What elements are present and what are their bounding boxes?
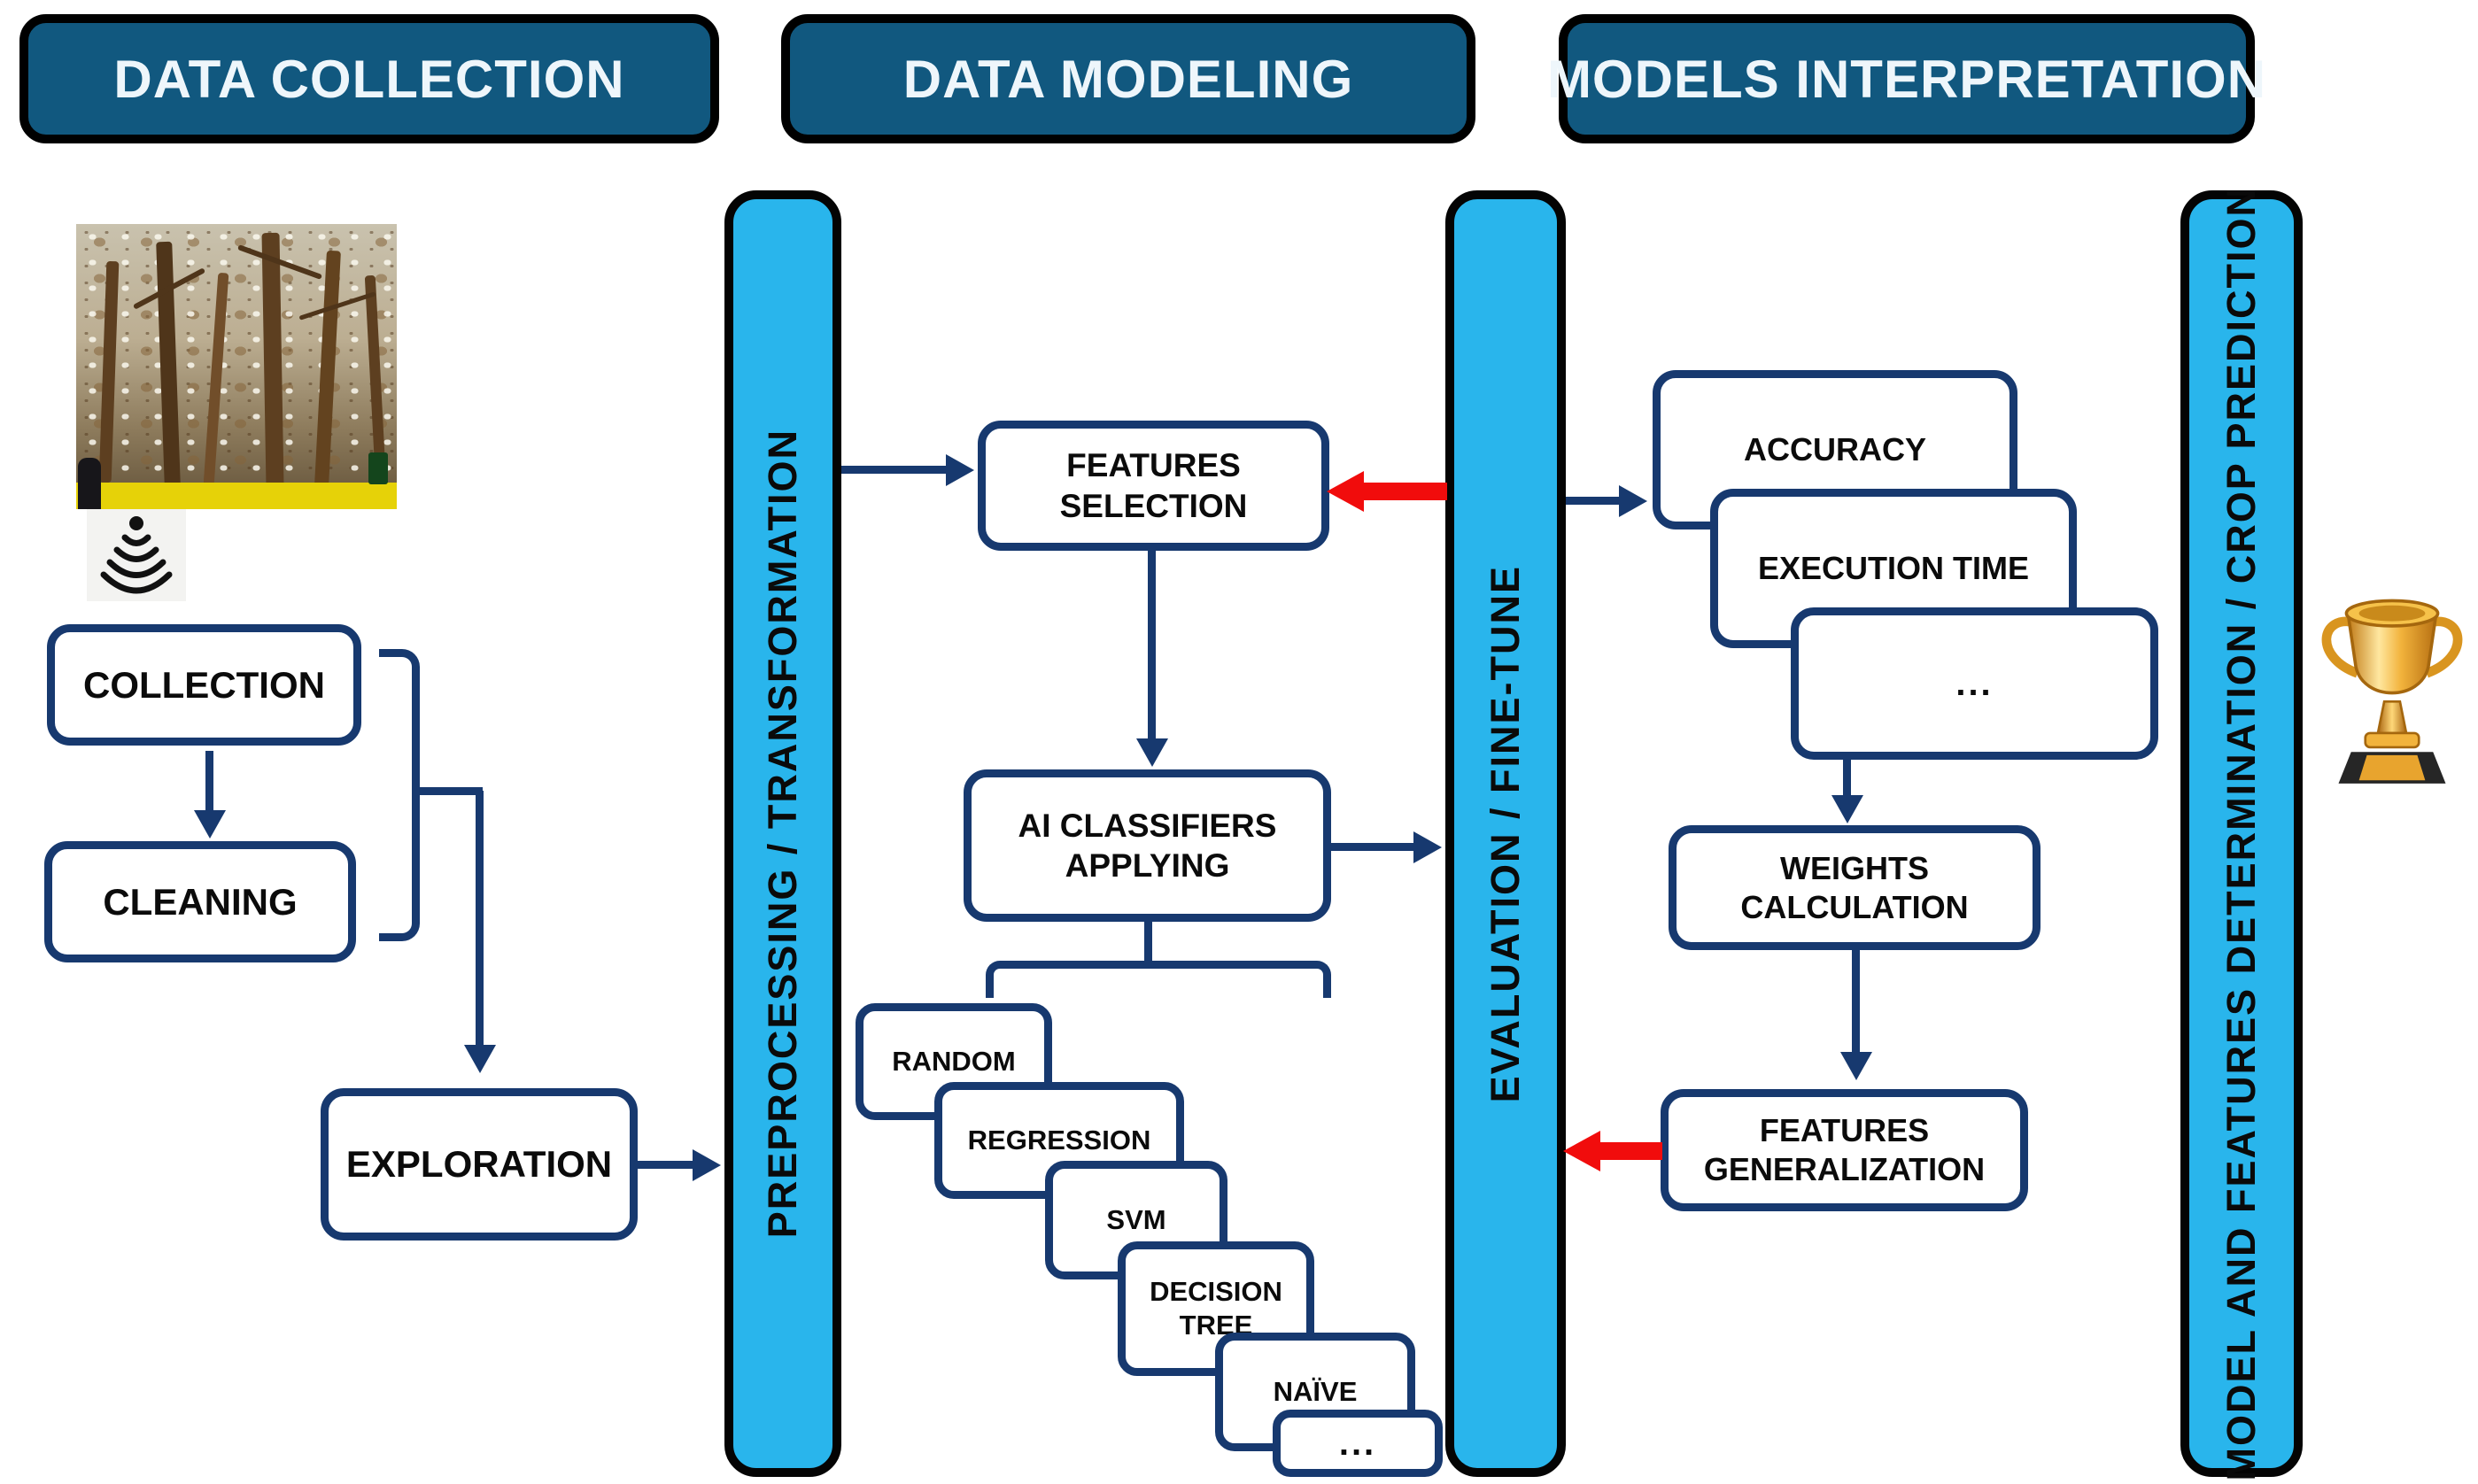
prediction-bar-label: MODEL AND FEATURES DETERMINATION / CROP … [2219, 186, 2264, 1481]
metric-card-accuracy: ACCURACY [1653, 370, 2017, 529]
metric-accuracy-label: ACCURACY [1744, 431, 1926, 468]
arrowhead-collection-to-cleaning [194, 810, 226, 839]
collection-box: COLLECTION [47, 624, 361, 746]
header-data-collection: DATA COLLECTION [19, 14, 719, 143]
arrow-metrics-to-weights [1843, 760, 1851, 797]
tree-trunk [314, 250, 341, 487]
exploration-box: EXPLORATION [321, 1088, 638, 1241]
metric-card-more: ... [1791, 607, 2158, 760]
park-trees-photo [76, 224, 397, 509]
header-data-modeling: DATA MODELING [781, 14, 1475, 143]
person-silhouette [78, 458, 101, 509]
evaluation-bar: EVALUATION / FINE-TUNE [1445, 190, 1566, 1477]
ai-classifiers-box: AI CLASSIFIERS APPLYING [964, 769, 1331, 922]
tree-trunk [98, 260, 120, 483]
red-feedback-arrowhead [1327, 471, 1364, 512]
tree-trunk [156, 241, 181, 487]
metric-execution-time-label: EXECUTION TIME [1757, 550, 2030, 587]
cleaning-label: CLEANING [103, 880, 298, 923]
classifier-naive-label: NAÏVE [1273, 1376, 1358, 1408]
classifier-card-naive: NAÏVE [1215, 1333, 1415, 1451]
collection-label: COLLECTION [83, 663, 325, 706]
radio-signal-icon [87, 509, 186, 601]
weights-calculation-box: WEIGHTS CALCULATION [1669, 825, 2040, 950]
classifier-card-more: ... [1273, 1410, 1443, 1477]
arrow-bracket-to-exploration [476, 791, 484, 1047]
cleaning-box: CLEANING [44, 841, 356, 962]
preprocessing-bar-label: PREPROCESSING / TRANSFORMATION [760, 429, 805, 1239]
arrowhead-exploration-to-preprocessing [693, 1149, 721, 1181]
arrow-selection-to-classifiers [1148, 551, 1156, 738]
bracket-collection-cleaning [379, 649, 420, 941]
arrow-exploration-to-preprocessing [638, 1161, 693, 1169]
arrowhead-bracket-to-exploration [464, 1045, 496, 1073]
arrow-classifiers-to-evaluation [1331, 843, 1413, 851]
features-generalization-box: FEATURES GENERALIZATION [1661, 1089, 2028, 1211]
tree-trunk [203, 272, 229, 486]
evaluation-bar-label: EVALUATION / FINE-TUNE [1483, 564, 1528, 1103]
classifier-random-label: RANDOM [892, 1046, 1016, 1078]
classifier-brace-stem [1144, 922, 1152, 964]
yellow-grass-strip [76, 483, 397, 509]
classifier-svm-label: SVM [1106, 1204, 1166, 1236]
classifier-decision-tree-label: DECISION TREE [1150, 1276, 1282, 1341]
header-models-interpretation: MODELS INTERPRETATION [1547, 14, 2265, 143]
header-models-interpretation-label: MODELS INTERPRETATION [1546, 49, 2267, 109]
preprocessing-bar: PREPROCESSING / TRANSFORMATION [724, 190, 841, 1477]
arrowhead-classifiers-to-evaluation [1413, 831, 1442, 863]
arrowhead-weights-to-generalization [1840, 1052, 1872, 1080]
arrow-preprocessing-to-features-selection [841, 466, 946, 474]
red-feedback-arrowhead2 [1563, 1131, 1600, 1171]
classifier-brace [986, 961, 1331, 998]
arrowhead-preprocessing-to-features-selection [946, 454, 974, 486]
red-feedback-arrow2-shaft [1599, 1142, 1662, 1160]
weights-calculation-label: WEIGHTS CALCULATION [1740, 849, 1969, 925]
metric-more-label: ... [1955, 663, 1994, 703]
arrowhead-evaluation-to-metrics [1619, 485, 1647, 517]
header-data-collection-label: DATA COLLECTION [113, 49, 625, 109]
ai-classifiers-label: AI CLASSIFIERS APPLYING [1018, 807, 1277, 884]
tree-trunk [261, 232, 284, 487]
bracket-junction-line [420, 787, 483, 795]
trophy-icon [2313, 576, 2471, 832]
classifier-regression-label: REGRESSION [967, 1125, 1151, 1156]
arrow-collection-to-cleaning [205, 751, 213, 813]
arrow-weights-to-generalization [1852, 950, 1860, 1054]
arrow-evaluation-to-metrics [1566, 497, 1619, 505]
park-bin [368, 452, 388, 484]
exploration-label: EXPLORATION [345, 1143, 613, 1186]
arrowhead-selection-to-classifiers [1136, 738, 1168, 767]
features-selection-box: FEATURES SELECTION [978, 421, 1329, 551]
metric-card-execution-time: EXECUTION TIME [1710, 489, 2077, 648]
header-data-modeling-label: DATA MODELING [902, 49, 1354, 109]
classifier-more-label: ... [1338, 1423, 1377, 1463]
features-generalization-label: FEATURES GENERALIZATION [1703, 1112, 1986, 1187]
features-selection-label: FEATURES SELECTION [1059, 447, 1248, 524]
red-feedback-arrow-shaft [1362, 483, 1447, 500]
arrowhead-metrics-to-weights [1831, 795, 1863, 823]
prediction-bar: MODEL AND FEATURES DETERMINATION / CROP … [2180, 186, 2303, 1481]
